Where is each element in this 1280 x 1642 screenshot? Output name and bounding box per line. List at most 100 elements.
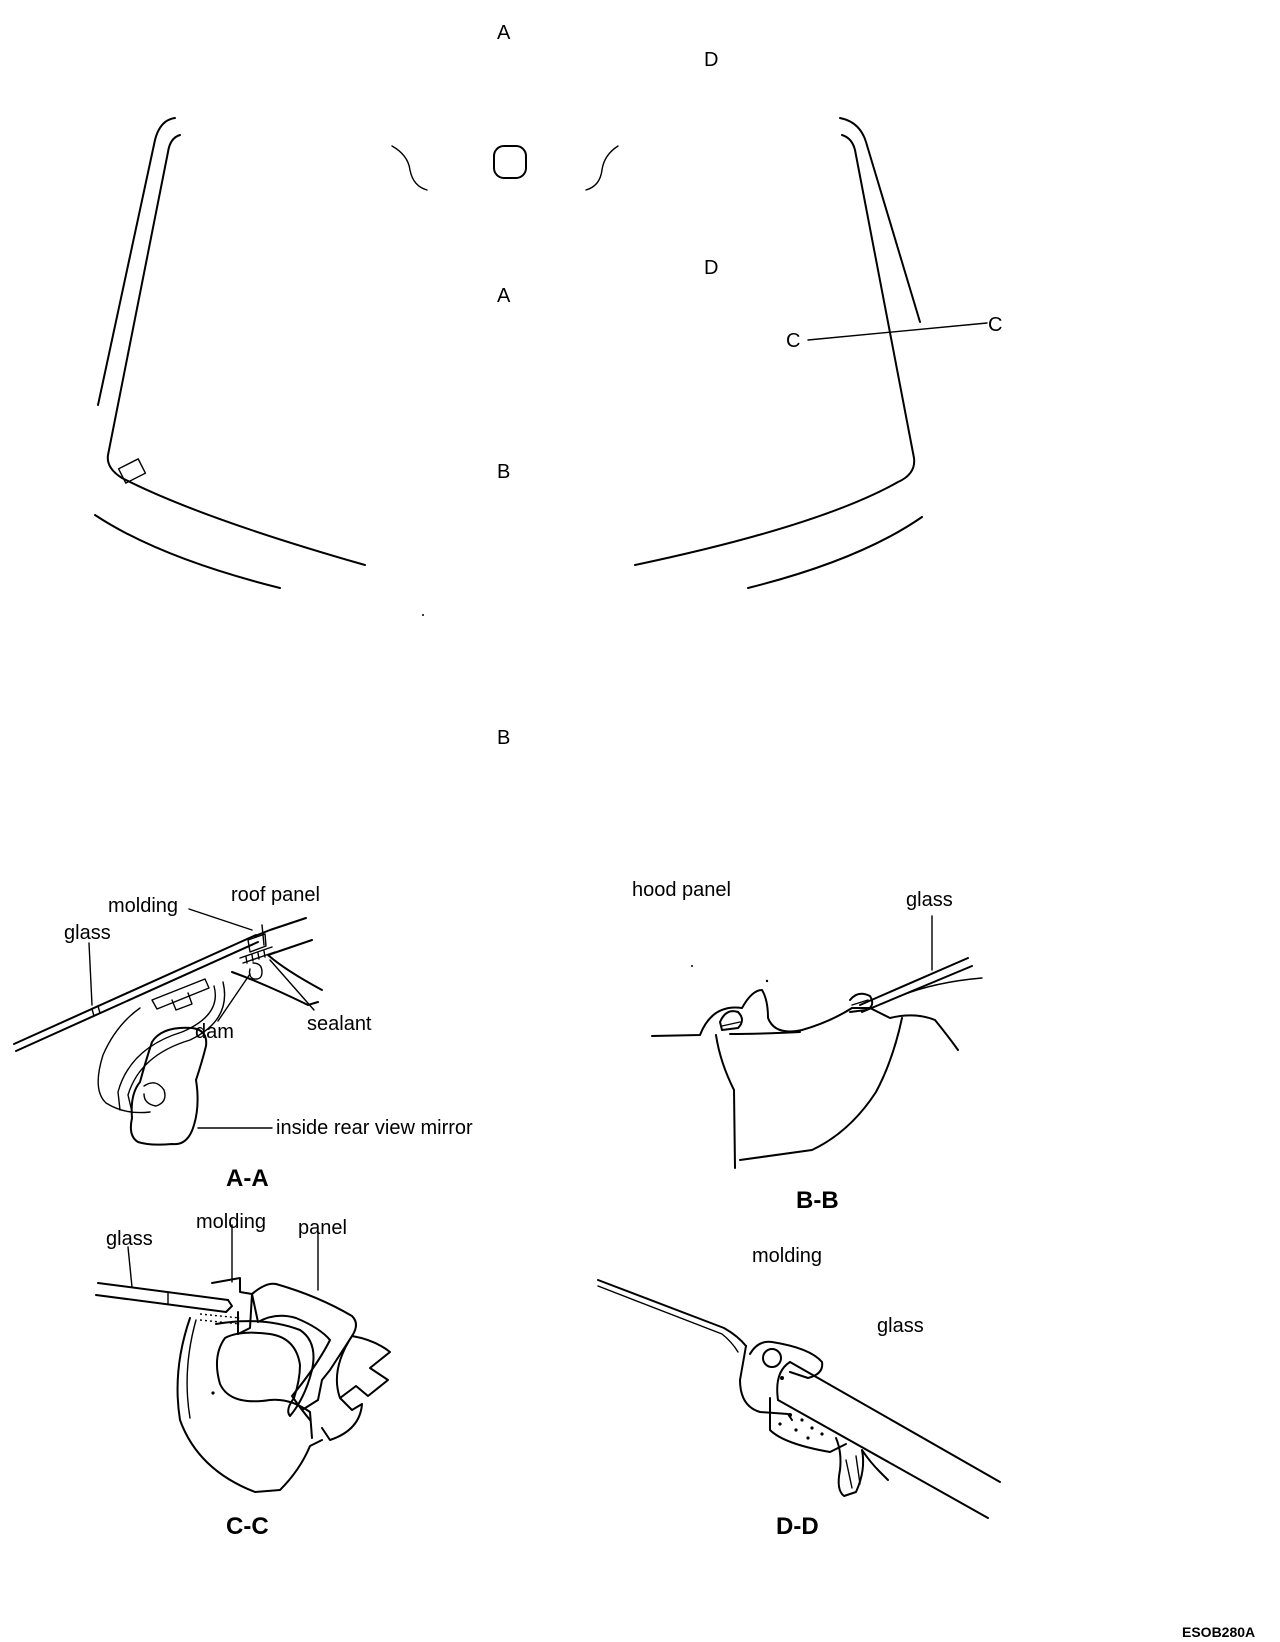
- vin-sticker: [117, 458, 147, 484]
- dd-panel-flange: [739, 1345, 793, 1421]
- aa-leader-glass: [88, 942, 93, 1006]
- aa-mirror-housing: [129, 1026, 208, 1146]
- aa-label-glass: glass: [64, 922, 111, 944]
- bb-clip: [849, 992, 874, 1013]
- aa-leader-dam: [217, 973, 251, 1022]
- dd-adhesive: [769, 1397, 847, 1453]
- cc-retainer: [321, 1335, 391, 1441]
- bb-cowl-panel-left: [729, 1031, 801, 1035]
- aa-molding: [247, 933, 267, 953]
- cc-label-molding: molding: [196, 1211, 266, 1233]
- cc-glass-lower: [95, 1294, 227, 1313]
- cc-body-outline: [176, 1317, 323, 1493]
- bb-label-hood-panel: hood panel: [632, 879, 731, 901]
- aa-roof-panel: [231, 917, 323, 1006]
- aa-mirror-arm: [117, 981, 226, 1113]
- dd-clip-inner: [845, 1455, 861, 1489]
- dd-glass-end: [776, 1361, 791, 1401]
- bb-cowl-body: [715, 1017, 903, 1169]
- aa-dam: [248, 962, 263, 980]
- cc-dot: [211, 1391, 215, 1395]
- bb-section-title: B-B: [796, 1187, 839, 1214]
- stray-dot: [422, 614, 424, 616]
- aa-leader-sealant: [269, 959, 315, 1011]
- windshield-inner-edge-right: [634, 134, 916, 566]
- wiper-area-right: [585, 145, 619, 191]
- aa-label-molding: molding: [108, 895, 178, 917]
- section-marker-a-bottom: A: [497, 285, 511, 307]
- section-marker-a-top: A: [497, 22, 511, 44]
- aa-label-roof-panel: roof panel: [231, 884, 320, 906]
- bb-clip-fill: [721, 999, 869, 1027]
- aa-mirror-arm-outline: [97, 1007, 151, 1114]
- aa-label-sealant: sealant: [307, 1013, 372, 1035]
- bb-hood-panel: [651, 989, 959, 1051]
- cc-glass-upper: [97, 1282, 229, 1301]
- dd-foam-8: [778, 1422, 782, 1426]
- bb-hood-lip-left: [719, 1010, 743, 1031]
- cc-inner-bracket: [215, 1320, 315, 1439]
- windshield-outer-edge-right: [839, 117, 921, 323]
- cc-glass-end: [225, 1299, 233, 1313]
- section-marker-b-bottom: B: [497, 727, 510, 749]
- dd-foam-7: [806, 1436, 810, 1440]
- section-marker-c-right: C: [988, 314, 1002, 336]
- cc-label-panel: panel: [298, 1217, 347, 1239]
- bb-label-glass: glass: [906, 889, 953, 911]
- section-marker-b-top: B: [497, 461, 510, 483]
- dd-foam-6: [820, 1432, 824, 1436]
- bb-glass-edge: [899, 977, 983, 997]
- figure-code: ESOB280A: [1182, 1624, 1255, 1640]
- aa-mirror-bracket: [151, 978, 210, 1011]
- windshield-outer-edge-left: [97, 117, 176, 406]
- aa-leader-roof: [261, 924, 265, 946]
- dd-roof-panel-lower: [597, 1285, 739, 1353]
- cowl-line-right: [747, 516, 923, 589]
- aa-glass-lower: [15, 941, 259, 1052]
- dd-molding-bulb: [762, 1348, 782, 1368]
- dd-glass-upper: [789, 1361, 1001, 1483]
- section-marker-d-bottom: D: [704, 257, 718, 279]
- aa-glass-upper: [13, 934, 257, 1045]
- cc-panel: [251, 1282, 357, 1421]
- cc-label-glass: glass: [106, 1228, 153, 1250]
- section-marker-d-top: D: [704, 49, 718, 71]
- cowl-line-left: [94, 514, 281, 589]
- dd-molding: [749, 1340, 824, 1379]
- aa-label-mirror: inside rear view mirror: [276, 1117, 473, 1139]
- dd-foam-1: [780, 1376, 784, 1380]
- aa-leader-molding: [188, 908, 253, 931]
- mirror-mount-base: [493, 145, 527, 179]
- dd-foam-5: [794, 1428, 798, 1432]
- section-c-c: glass molding panel C-C: [95, 1211, 391, 1540]
- dd-label-molding: molding: [752, 1245, 822, 1267]
- section-a-a: molding roof panel glass dam sealant ins…: [13, 884, 473, 1192]
- bb-stray-dot: [691, 965, 693, 967]
- cc-sealant: [199, 1313, 241, 1325]
- bb-glass-lower: [861, 965, 973, 1013]
- wiper-area-left: [391, 145, 428, 191]
- cc-section-title: C-C: [226, 1513, 269, 1540]
- dd-clip: [835, 1437, 889, 1497]
- windshield-inner-edge-left: [106, 134, 366, 566]
- section-marker-c-left: C: [786, 330, 800, 352]
- aa-sealant: [239, 946, 276, 964]
- aa-section-title: A-A: [226, 1165, 269, 1192]
- cc-leader-glass: [127, 1246, 133, 1288]
- dd-foam-2: [788, 1413, 792, 1417]
- dd-roof-panel-upper: [597, 1279, 747, 1347]
- section-d-d: molding glass D-D: [597, 1245, 1001, 1540]
- bb-stray-dot-2: [765, 979, 769, 983]
- dd-label-glass: glass: [877, 1315, 924, 1337]
- dd-foam-3: [800, 1418, 804, 1422]
- section-line-c: [807, 322, 988, 341]
- section-b-b: hood panel glass B-B: [632, 879, 983, 1214]
- bb-glass-upper: [859, 957, 969, 1006]
- aa-glass-mark: [91, 1005, 101, 1017]
- dd-section-title: D-D: [776, 1513, 819, 1540]
- windshield-overview: A D D A C C B B: [94, 22, 1002, 749]
- dd-foam-4: [810, 1426, 814, 1430]
- aa-mirror-pivot: [143, 1082, 166, 1107]
- cc-body-outline-inner: [186, 1319, 197, 1419]
